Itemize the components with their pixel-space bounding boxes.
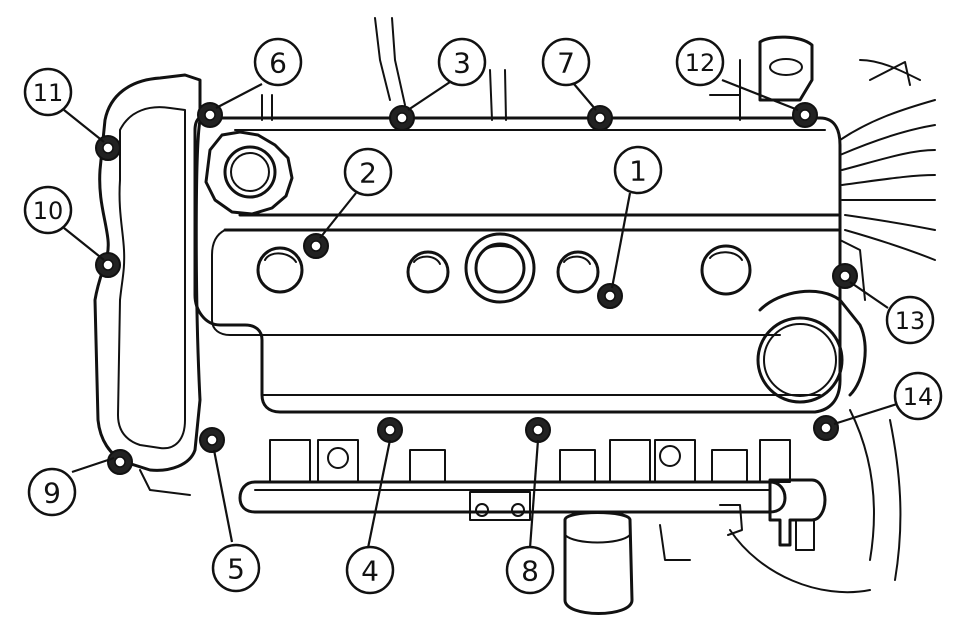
callout-2: 2	[343, 147, 393, 197]
bolt-9	[107, 449, 133, 475]
bolt-3	[389, 105, 415, 131]
svg-text:6: 6	[269, 47, 287, 80]
bolt-7	[587, 105, 613, 131]
bolts	[95, 102, 858, 475]
callout-13: 13	[885, 295, 935, 345]
callout-8: 8	[505, 545, 555, 595]
right-end-cap	[756, 239, 867, 404]
callout-7: 7	[541, 37, 591, 87]
bolt-11	[95, 135, 121, 161]
left-end-cover	[93, 73, 202, 496]
oil-filter	[563, 409, 902, 615]
oil-filler-cap	[204, 130, 294, 216]
bolt-12	[792, 102, 818, 128]
bolt-1	[597, 283, 623, 309]
spark-plug-openings	[256, 232, 752, 304]
svg-text:13: 13	[895, 307, 926, 335]
svg-text:5: 5	[227, 553, 245, 586]
callout-4: 4	[345, 545, 395, 595]
svg-text:1: 1	[629, 155, 647, 188]
svg-text:11: 11	[33, 79, 64, 107]
bolt-2	[303, 233, 329, 259]
svg-text:2: 2	[359, 157, 377, 190]
bolt-5	[199, 427, 225, 453]
top-hoses	[261, 17, 507, 121]
callout-5: 5	[211, 543, 261, 593]
callout-11: 11	[23, 67, 73, 117]
callout-10: 10	[23, 185, 73, 235]
valve-cover	[193, 116, 842, 414]
svg-text:14: 14	[903, 383, 934, 411]
svg-text:4: 4	[361, 555, 379, 588]
right-wiring-harness	[709, 35, 936, 261]
callout-1: 1	[613, 145, 663, 195]
fuel-rail	[238, 439, 827, 551]
leader-lines	[63, 78, 898, 549]
bolt-8	[525, 417, 551, 443]
callout-9: 9	[27, 467, 77, 517]
callouts: 1 2 3 4 5 6 7 8	[23, 37, 943, 595]
svg-text:8: 8	[521, 555, 539, 588]
callout-14: 14	[893, 371, 943, 421]
bolt-13	[832, 263, 858, 289]
bolt-4	[377, 417, 403, 443]
svg-text:10: 10	[33, 197, 64, 225]
bolt-14	[813, 415, 839, 441]
svg-text:12: 12	[685, 49, 716, 77]
callout-3: 3	[437, 37, 487, 87]
svg-text:9: 9	[43, 477, 61, 510]
callout-12: 12	[675, 37, 725, 87]
svg-text:3: 3	[453, 47, 471, 80]
svg-text:7: 7	[557, 47, 575, 80]
callout-6: 6	[253, 37, 303, 87]
bolt-6	[197, 102, 223, 128]
